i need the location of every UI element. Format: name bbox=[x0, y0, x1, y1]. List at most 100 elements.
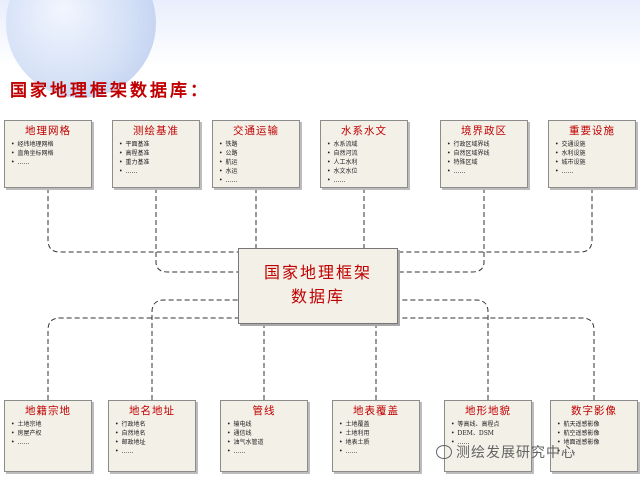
connector-line-6 bbox=[398, 188, 593, 253]
connector-line-2 bbox=[155, 188, 238, 273]
box-item: …… bbox=[447, 167, 527, 176]
box-item: 人工水利 bbox=[327, 158, 407, 167]
connector-line-5 bbox=[398, 188, 485, 273]
box-item: 铁路 bbox=[219, 140, 299, 149]
box-item: 等高线、高程点 bbox=[451, 420, 531, 429]
box-item: 水文水位 bbox=[327, 167, 407, 176]
box-title: 重要设施 bbox=[569, 125, 615, 137]
box-item: 高程基准 bbox=[119, 149, 199, 158]
box-item: …… bbox=[219, 176, 299, 185]
connector-line-12 bbox=[398, 317, 595, 400]
box-item: 重力基准 bbox=[119, 158, 199, 167]
box-item: 房屋产权 bbox=[11, 429, 91, 438]
box-item: 交通设施 bbox=[555, 140, 635, 149]
header-banner bbox=[0, 0, 640, 98]
box-item: 特殊区域 bbox=[447, 158, 527, 167]
box-item: 土地覆盖 bbox=[339, 420, 419, 429]
page-title: 国家地理框架数据库： bbox=[10, 81, 210, 101]
box-title: 测绘基准 bbox=[133, 125, 179, 137]
box-item: 行政地名 bbox=[115, 420, 195, 429]
connector-line-7 bbox=[47, 317, 238, 400]
box-item: 自然河流 bbox=[327, 149, 407, 158]
box-item-list: 铁路公路航运水运…… bbox=[219, 140, 299, 185]
box-title: 数字影像 bbox=[571, 405, 617, 417]
top-box-2: 测绘基准平面基准高程基准重力基准…… bbox=[112, 120, 200, 188]
box-item: 公路 bbox=[219, 149, 299, 158]
center-title-line1: 国家地理框架 bbox=[263, 263, 372, 282]
box-item-list: 行政区域界线自然区域界线特殊区域…… bbox=[447, 140, 527, 176]
box-item: 城市设施 bbox=[555, 158, 635, 167]
box-item-list: 土地宗地房屋产权…… bbox=[11, 420, 91, 447]
box-item: …… bbox=[339, 447, 419, 456]
box-title: 地形地貌 bbox=[465, 405, 511, 417]
center-database-box: 国家地理框架 数据库 bbox=[238, 248, 398, 324]
box-item: …… bbox=[119, 167, 199, 176]
box-title: 管线 bbox=[252, 405, 276, 417]
box-title: 地名地址 bbox=[129, 405, 175, 417]
box-item: 水利设施 bbox=[555, 149, 635, 158]
box-item: 平面基准 bbox=[119, 140, 199, 149]
box-item: 经纬地理网格 bbox=[11, 140, 91, 149]
center-title-line2: 数据库 bbox=[290, 287, 345, 306]
box-item: …… bbox=[11, 158, 91, 167]
box-item: 航空遥感影像 bbox=[557, 429, 637, 438]
bottom-box-3: 管线输电线通信线油气水管道…… bbox=[220, 400, 308, 472]
box-item: …… bbox=[555, 167, 635, 176]
box-item: 邮政地址 bbox=[115, 438, 195, 447]
box-item: 地表土质 bbox=[339, 438, 419, 447]
top-box-3: 交通运输铁路公路航运水运…… bbox=[212, 120, 300, 188]
box-item: 土地宗地 bbox=[11, 420, 91, 429]
box-item: 地面遥感影像 bbox=[557, 438, 637, 447]
bottom-box-1: 地籍宗地土地宗地房屋产权…… bbox=[4, 400, 92, 472]
box-item-list: 行政地名自然地名邮政地址…… bbox=[115, 420, 195, 456]
box-item: 输电线 bbox=[227, 420, 307, 429]
top-box-1: 地理网格经纬地理网格直角坐标网格…… bbox=[4, 120, 92, 188]
box-item: 自然地名 bbox=[115, 429, 195, 438]
box-item-list: 等高线、高程点DEM、DSM…… bbox=[451, 420, 531, 447]
box-item: …… bbox=[227, 447, 307, 456]
box-item-list: 经纬地理网格直角坐标网格…… bbox=[11, 140, 91, 167]
box-item-list: 土地覆盖土地利用地表土质…… bbox=[339, 420, 419, 456]
box-item: 行政区域界线 bbox=[447, 140, 527, 149]
box-item: …… bbox=[115, 447, 195, 456]
box-item: 通信线 bbox=[227, 429, 307, 438]
box-item: 水系流域 bbox=[327, 140, 407, 149]
bottom-box-2: 地名地址行政地名自然地名邮政地址…… bbox=[108, 400, 196, 472]
watermark-text: 测绘发展研究中心 bbox=[456, 445, 576, 461]
box-item: 直角坐标网格 bbox=[11, 149, 91, 158]
box-title: 地籍宗地 bbox=[25, 405, 71, 417]
box-title: 境界政区 bbox=[461, 125, 507, 137]
box-title: 地理网格 bbox=[25, 125, 71, 137]
box-title: 水系水文 bbox=[341, 125, 387, 137]
box-item: 油气水管道 bbox=[227, 438, 307, 447]
connector-line-8 bbox=[151, 299, 238, 400]
box-item: …… bbox=[327, 176, 407, 185]
connector-line-1 bbox=[47, 188, 238, 253]
watermark: 测绘发展研究中心 bbox=[436, 442, 576, 462]
bottom-box-4: 地表覆盖土地覆盖土地利用地表土质…… bbox=[332, 400, 420, 472]
top-box-5: 境界政区行政区域界线自然区域界线特殊区域…… bbox=[440, 120, 528, 188]
box-item: 航天遥感影像 bbox=[557, 420, 637, 429]
box-item: …… bbox=[557, 447, 637, 456]
box-item: DEM、DSM bbox=[451, 429, 531, 438]
box-item-list: 水系流域自然河流人工水利水文水位…… bbox=[327, 140, 407, 185]
connector-line-11 bbox=[398, 299, 489, 400]
box-item-list: 交通设施水利设施城市设施…… bbox=[555, 140, 635, 176]
top-box-6: 重要设施交通设施水利设施城市设施…… bbox=[548, 120, 636, 188]
box-item-list: 输电线通信线油气水管道…… bbox=[227, 420, 307, 456]
bottom-box-6: 数字影像航天遥感影像航空遥感影像地面遥感影像…… bbox=[550, 400, 638, 472]
bottom-box-5: 地形地貌等高线、高程点DEM、DSM…… bbox=[444, 400, 532, 472]
box-item: 自然区域界线 bbox=[447, 149, 527, 158]
box-item-list: 平面基准高程基准重力基准…… bbox=[119, 140, 199, 176]
top-box-4: 水系水文水系流域自然河流人工水利水文水位…… bbox=[320, 120, 408, 188]
box-title: 交通运输 bbox=[233, 125, 279, 137]
box-item-list: 航天遥感影像航空遥感影像地面遥感影像…… bbox=[557, 420, 637, 456]
box-item: 航运 bbox=[219, 158, 299, 167]
box-title: 地表覆盖 bbox=[353, 405, 399, 417]
box-item: 水运 bbox=[219, 167, 299, 176]
box-item: …… bbox=[11, 438, 91, 447]
box-item: …… bbox=[451, 438, 531, 447]
box-item: 土地利用 bbox=[339, 429, 419, 438]
